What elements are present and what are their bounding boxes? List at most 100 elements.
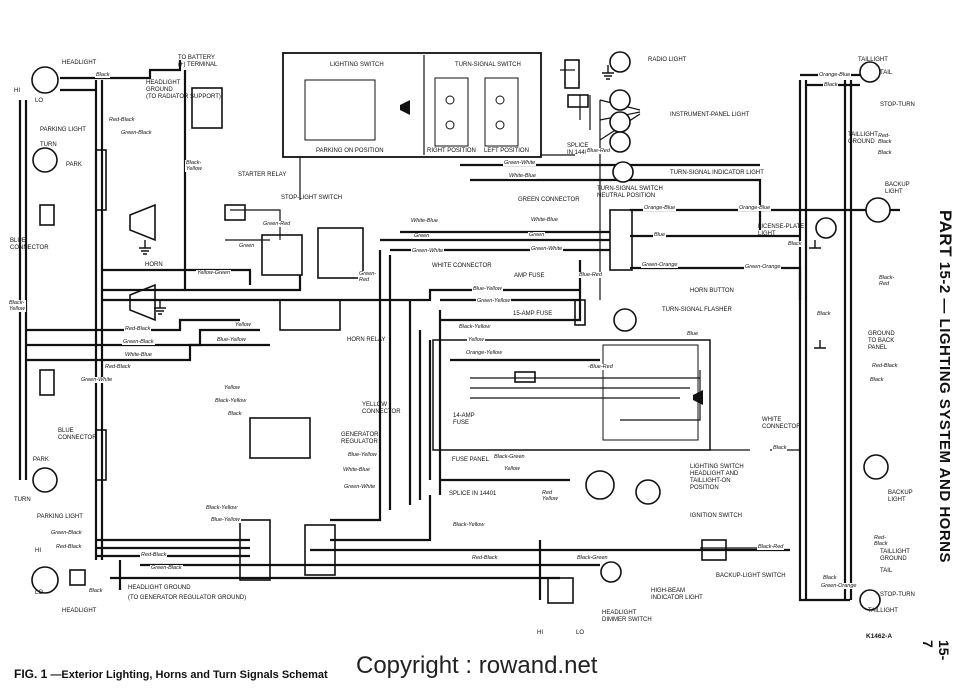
splice-14401-top-label: SPLICE IN 14401 — [567, 143, 592, 156]
radio-socket — [564, 59, 580, 89]
taillight-ground-top-label: TAILLIGHT GROUND — [848, 132, 878, 145]
headlight-dimmer-label: HEADLIGHT DIMMER SWITCH — [602, 610, 652, 623]
instrument-light-3 — [609, 131, 631, 153]
wire-green-white-2: Green-White — [411, 248, 445, 254]
ground-symbols — [139, 65, 826, 349]
blue-connector-mid — [39, 369, 55, 396]
wire-green-black-1: Green-Black — [120, 130, 153, 136]
wire-green-white-1: Green-White — [80, 377, 114, 383]
wire-black-r5: Black — [822, 575, 838, 581]
to-battery-label: TO BATTERY (+) TERMINAL — [178, 55, 218, 68]
stop-turn-top-label: STOP-TURN — [880, 102, 915, 108]
headlight-bottom-label: HEADLIGHT — [62, 608, 97, 614]
stop-light-switch-label: STOP-LIGHT SWITCH — [281, 195, 343, 201]
wire-red-black-4: Red-Black — [55, 544, 83, 550]
hi-bottom-label: HI — [35, 548, 41, 554]
splice-14401-bottom-label: SPLICE IN 14401 — [449, 491, 497, 497]
connector-b — [304, 524, 336, 576]
ground-back-panel-label: GROUND TO BACK PANEL — [868, 331, 895, 351]
horn-relay-label: HORN RELAY — [347, 337, 386, 343]
wire-green-orange-r: Green-Orange — [820, 583, 858, 589]
wire-black-r: Black — [823, 82, 839, 88]
inset-left-position-label: LEFT POSITION — [484, 148, 529, 154]
figure-caption: FIG. 1 —Exterior Lighting, Horns and Tur… — [14, 667, 328, 681]
wire-yellow-1: Yellow — [234, 322, 252, 328]
fifteen-amp-fuse-label: 15-AMP FUSE — [513, 311, 553, 317]
figure-caption-text: —Exterior Lighting, Horns and Turn Signa… — [50, 669, 328, 681]
wire-white-blue-mid: White-Blue — [342, 467, 371, 473]
headlight-ground-gen-label: HEADLIGHT GROUND (TO GENERATOR REGULATOR… — [128, 585, 247, 601]
wire-green-yellow-c: Green-Yellow — [476, 298, 512, 304]
park-bottom-label: PARK — [33, 457, 49, 463]
connector-a — [239, 519, 271, 581]
wire-black-mid: Black — [787, 241, 803, 247]
wire-black-yellow-starter: Black- Yellow — [185, 160, 203, 172]
wire-blue-yellow-1: Blue-Yellow — [216, 337, 247, 343]
headlight-top-lamp — [31, 66, 59, 94]
backup-light-bottom-lamp — [863, 454, 889, 480]
switch-inset — [282, 52, 542, 158]
wire-green-orange-1: Green-Orange — [641, 262, 679, 268]
wire-blue-yellow-3: Blue-Yellow — [210, 517, 241, 523]
backup-light-top-lamp — [865, 197, 891, 223]
lamps — [31, 51, 891, 611]
horn-lower — [129, 283, 156, 322]
wire-green-2: Green — [413, 233, 431, 239]
high-beam-indicator-label: HIGH-BEAM INDICATOR LIGHT — [651, 588, 703, 601]
turn-bottom-label: TURN — [14, 497, 31, 503]
tail-bottom-label: TAIL — [880, 568, 893, 574]
wire-yellow-c: Yellow — [467, 337, 485, 343]
dimmer-hi-label: HI — [537, 630, 543, 636]
left-connector-stack-2 — [95, 429, 107, 481]
wire-green-white-mid: Green-White — [343, 484, 377, 490]
wire-green-white-top: Green-White — [503, 160, 537, 166]
wire-black-yellow-c2: Black-Yellow — [452, 522, 486, 528]
amp-fuse-label: AMP FUSE — [514, 273, 545, 279]
horn-button-label: HORN BUTTON — [690, 288, 734, 294]
wire-green-orange-2: Green-Orange — [744, 264, 782, 270]
page-header-side: PART 15-2 — LIGHTING SYSTEM AND HORNS — [935, 210, 955, 563]
wire-blue-red-fuse: -Blue-Red — [587, 364, 614, 370]
wire-harness — [18, 60, 900, 602]
part-title: 15-2 — LIGHTING SYSTEM AND HORNS — [936, 261, 953, 563]
wire-black-yellow-left: Black- Yellow — [8, 300, 26, 312]
wire-orange-yellow-c: Orange-Yellow — [465, 350, 504, 356]
lighting-switch-headlight-label: LIGHTING SWITCH HEADLIGHT AND TAILLIGHT-… — [690, 464, 744, 491]
wire-red-black-r1: Red- Black — [877, 133, 893, 145]
wire-blue-red-c: Blue-Red — [578, 272, 603, 278]
license-plate-light-label: LICENSE-PLATE LIGHT — [758, 224, 805, 237]
blue-connector-mid-label: BLUE CONNECTOR — [58, 428, 97, 441]
wire-black-3: Black — [88, 588, 104, 594]
park-top-label: PARK — [66, 162, 82, 168]
wire-yellow-c2: Yellow — [503, 466, 521, 472]
turn-signal-neutral-label: TURN-SIGNAL SWITCH NEUTRAL POSITION — [597, 186, 663, 199]
wire-red-black-r2: Red-Black — [871, 363, 899, 369]
wire-green-red-2: Green- Red — [358, 271, 378, 283]
wire-black-green-c2: Black-Green — [576, 555, 609, 561]
part-prefix: PART — [936, 210, 955, 258]
wire-white-blue-c: White-Blue — [530, 217, 559, 223]
turn-switch-neutral-shape — [609, 209, 633, 271]
wire-green-white-c: Green-White — [530, 246, 564, 252]
turn-top-label: TURN — [40, 142, 57, 148]
inset-lighting-switch-label: LIGHTING SWITCH — [330, 62, 384, 68]
instrument-panel-light-label: INSTRUMENT-PANEL LIGHT — [670, 112, 750, 118]
page-number: 15-7 — [920, 640, 952, 661]
generator-regulator-label: GENERATOR REGULATOR — [341, 432, 379, 445]
wire-green-black-2: Green-Black — [122, 339, 155, 345]
relay-block — [261, 234, 303, 276]
backup-light-top-label: BACKUP LIGHT — [885, 182, 910, 195]
wire-red-yellow: Red Yellow — [541, 490, 559, 502]
wire-green-black-3: Green-Black — [50, 530, 83, 536]
headlight-bottom-lamp — [31, 566, 59, 594]
instrument-light-1 — [609, 89, 631, 111]
watermark: Copyright : rowand.net — [356, 652, 598, 679]
wire-blue-flasher: Blue — [686, 331, 700, 337]
dimmer-lo-label: LO — [576, 630, 585, 636]
wire-white-blue-top: White-Blue — [508, 173, 537, 179]
wire-black-r2: Black — [877, 150, 893, 156]
wire-black-red-r2: Black-Red — [757, 544, 785, 550]
backup-light-bottom-label: BACKUP LIGHT — [888, 490, 913, 503]
wire-white-blue-1: White-Blue — [124, 352, 153, 358]
